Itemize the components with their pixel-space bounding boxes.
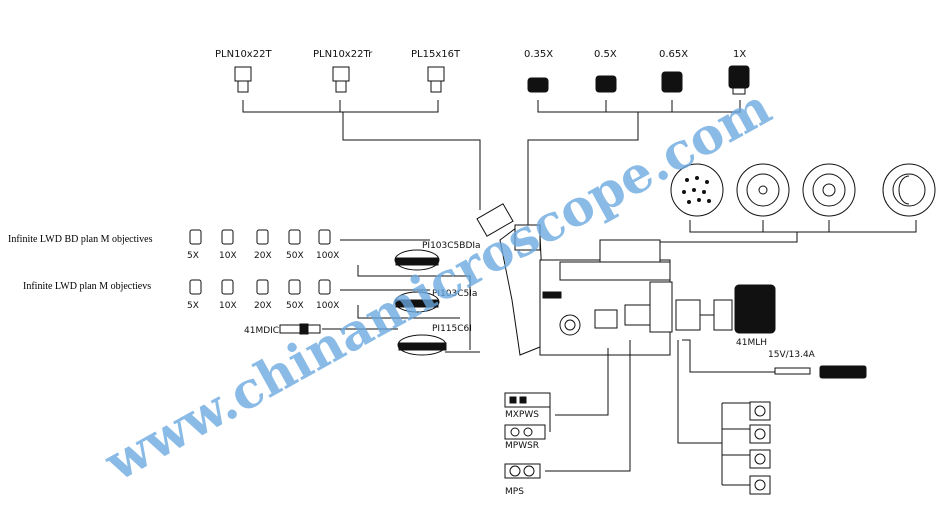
- control-panel: [594, 309, 618, 329]
- rear-panel: [649, 281, 673, 333]
- objective-mag-label: 100X: [316, 301, 339, 311]
- objective-icon: [288, 229, 301, 245]
- objective-icon: [256, 279, 269, 295]
- turret-label-2: PI103C5Ia: [432, 289, 477, 299]
- fine-focus-knob[interactable]: [564, 319, 576, 331]
- lamp-house-icon: [713, 284, 776, 334]
- objective-icon: [189, 279, 202, 295]
- objective-mag-label: 20X: [254, 251, 272, 261]
- mxpws-unit-icon: [504, 392, 551, 408]
- binocular-head: [476, 203, 514, 237]
- bulb-icon: [749, 449, 771, 469]
- adapter-icon: [661, 71, 683, 93]
- objective-mag-label: 100X: [316, 251, 339, 261]
- objective-mag-label: 5X: [187, 251, 199, 261]
- camera-port: [514, 224, 541, 251]
- power-units-section: MXPWS MPWSR MPS: [504, 340, 631, 497]
- objective-mag-label: 50X: [286, 251, 304, 261]
- objective-icon: [221, 279, 234, 295]
- objective-mag-label: 20X: [254, 301, 272, 311]
- filter-group: [620, 163, 936, 243]
- eyepiece-group: PLN10x22T PLN10x22Tr PL15x16T: [215, 49, 481, 210]
- power-label: 15V/13.4A: [768, 350, 816, 360]
- eyepiece-icon: [332, 66, 350, 93]
- objective-mag-label: 10X: [219, 301, 237, 311]
- bulb-connector: [677, 340, 750, 486]
- crescent-disc-icon: [882, 163, 936, 217]
- eyepiece-icon: [234, 66, 252, 93]
- power-unit-connector: [545, 340, 631, 472]
- turret-section: PI103C5BDIa PI103C5Ia PI115C6I: [357, 241, 481, 356]
- objective-icon: [288, 279, 301, 295]
- objective-row-2: 5X 10X 20X 50X 100X: [187, 279, 339, 311]
- turret-label-1: PI103C5BDIa: [422, 241, 481, 251]
- power-unit-label-3: MPS: [505, 487, 524, 497]
- adapter-label-1: 0.35X: [524, 49, 553, 60]
- eyepiece-label-2: PLN10x22Tr: [313, 49, 373, 60]
- adapter-icon: [595, 75, 617, 93]
- bulb-section: [677, 340, 771, 495]
- microscope-stage: [559, 261, 671, 281]
- objective-icon: [318, 229, 331, 245]
- objective-row-1: 5X 10X 20X 50X 100X: [187, 229, 339, 261]
- nosepiece-icon: [397, 334, 447, 356]
- adapter-group: 0.35X 0.5X 0.65X 1X: [524, 49, 750, 230]
- objective-group-title-1: Infinite LWD BD plan M objectives: [8, 234, 153, 245]
- objective-mag-label: 10X: [219, 251, 237, 261]
- mps-unit-icon: [504, 463, 541, 479]
- objective-icon: [318, 279, 331, 295]
- objective-section: Infinite LWD BD plan M objectives Infini…: [8, 229, 430, 311]
- adapter-label-2: 0.5X: [594, 49, 617, 60]
- power-connector: [682, 339, 775, 373]
- dic-label: 41MDICR: [244, 326, 285, 336]
- lamp-house-section: 41MLH: [700, 284, 776, 348]
- nosepiece-icon: [394, 249, 440, 271]
- nosepiece-icon: [394, 291, 440, 313]
- objective-mag-label: 5X: [187, 301, 199, 311]
- dic-prism-icon: [279, 323, 321, 335]
- adapter-label-3: 0.65X: [659, 49, 688, 60]
- power-unit-label-2: MPWSR: [505, 441, 539, 451]
- objective-connector: [340, 239, 430, 291]
- objective-icon: [256, 229, 269, 245]
- objective-icon: [221, 229, 234, 245]
- objective-icon: [189, 229, 202, 245]
- filter-slider[interactable]: [624, 304, 651, 326]
- aperture-disc-icon: [736, 163, 790, 217]
- bulb-icon: [749, 475, 771, 495]
- eyepiece-connector: [242, 100, 481, 210]
- dic-section: 41MDICR: [244, 323, 398, 336]
- illuminator-column: [599, 239, 661, 263]
- adapter-label-4: 1X: [733, 49, 746, 60]
- perforated-disc-icon: [670, 163, 724, 217]
- turret-connector: [357, 265, 480, 353]
- power-section: 15V/13.4A: [682, 339, 867, 379]
- lamp-house-label: 41MLH: [736, 338, 767, 348]
- turret-label-3: PI115C6I: [432, 324, 472, 334]
- power-adapter-icon: [774, 365, 867, 379]
- adapter-icon: [728, 65, 750, 95]
- bulb-icon: [749, 401, 771, 421]
- objective-mag-label: 50X: [286, 301, 304, 311]
- eyepiece-icon: [427, 66, 445, 93]
- microscope-body: [476, 203, 701, 356]
- filter-connector: [620, 220, 917, 243]
- brand-plate: [542, 291, 562, 299]
- bulb-icon: [749, 424, 771, 444]
- power-unit-label-1: MXPWS: [505, 410, 539, 420]
- mpwsr-unit-icon: [504, 424, 546, 440]
- lamp-adapter: [675, 299, 701, 331]
- aperture-disc-icon: [802, 163, 856, 217]
- objective-group-title-2: Infinite LWD plan M objectievs: [23, 281, 151, 292]
- adapter-connector: [527, 100, 741, 230]
- eyepiece-label-3: PL15x16T: [411, 49, 461, 60]
- adapter-icon: [527, 77, 549, 93]
- eyepiece-label-1: PLN10x22T: [215, 49, 272, 60]
